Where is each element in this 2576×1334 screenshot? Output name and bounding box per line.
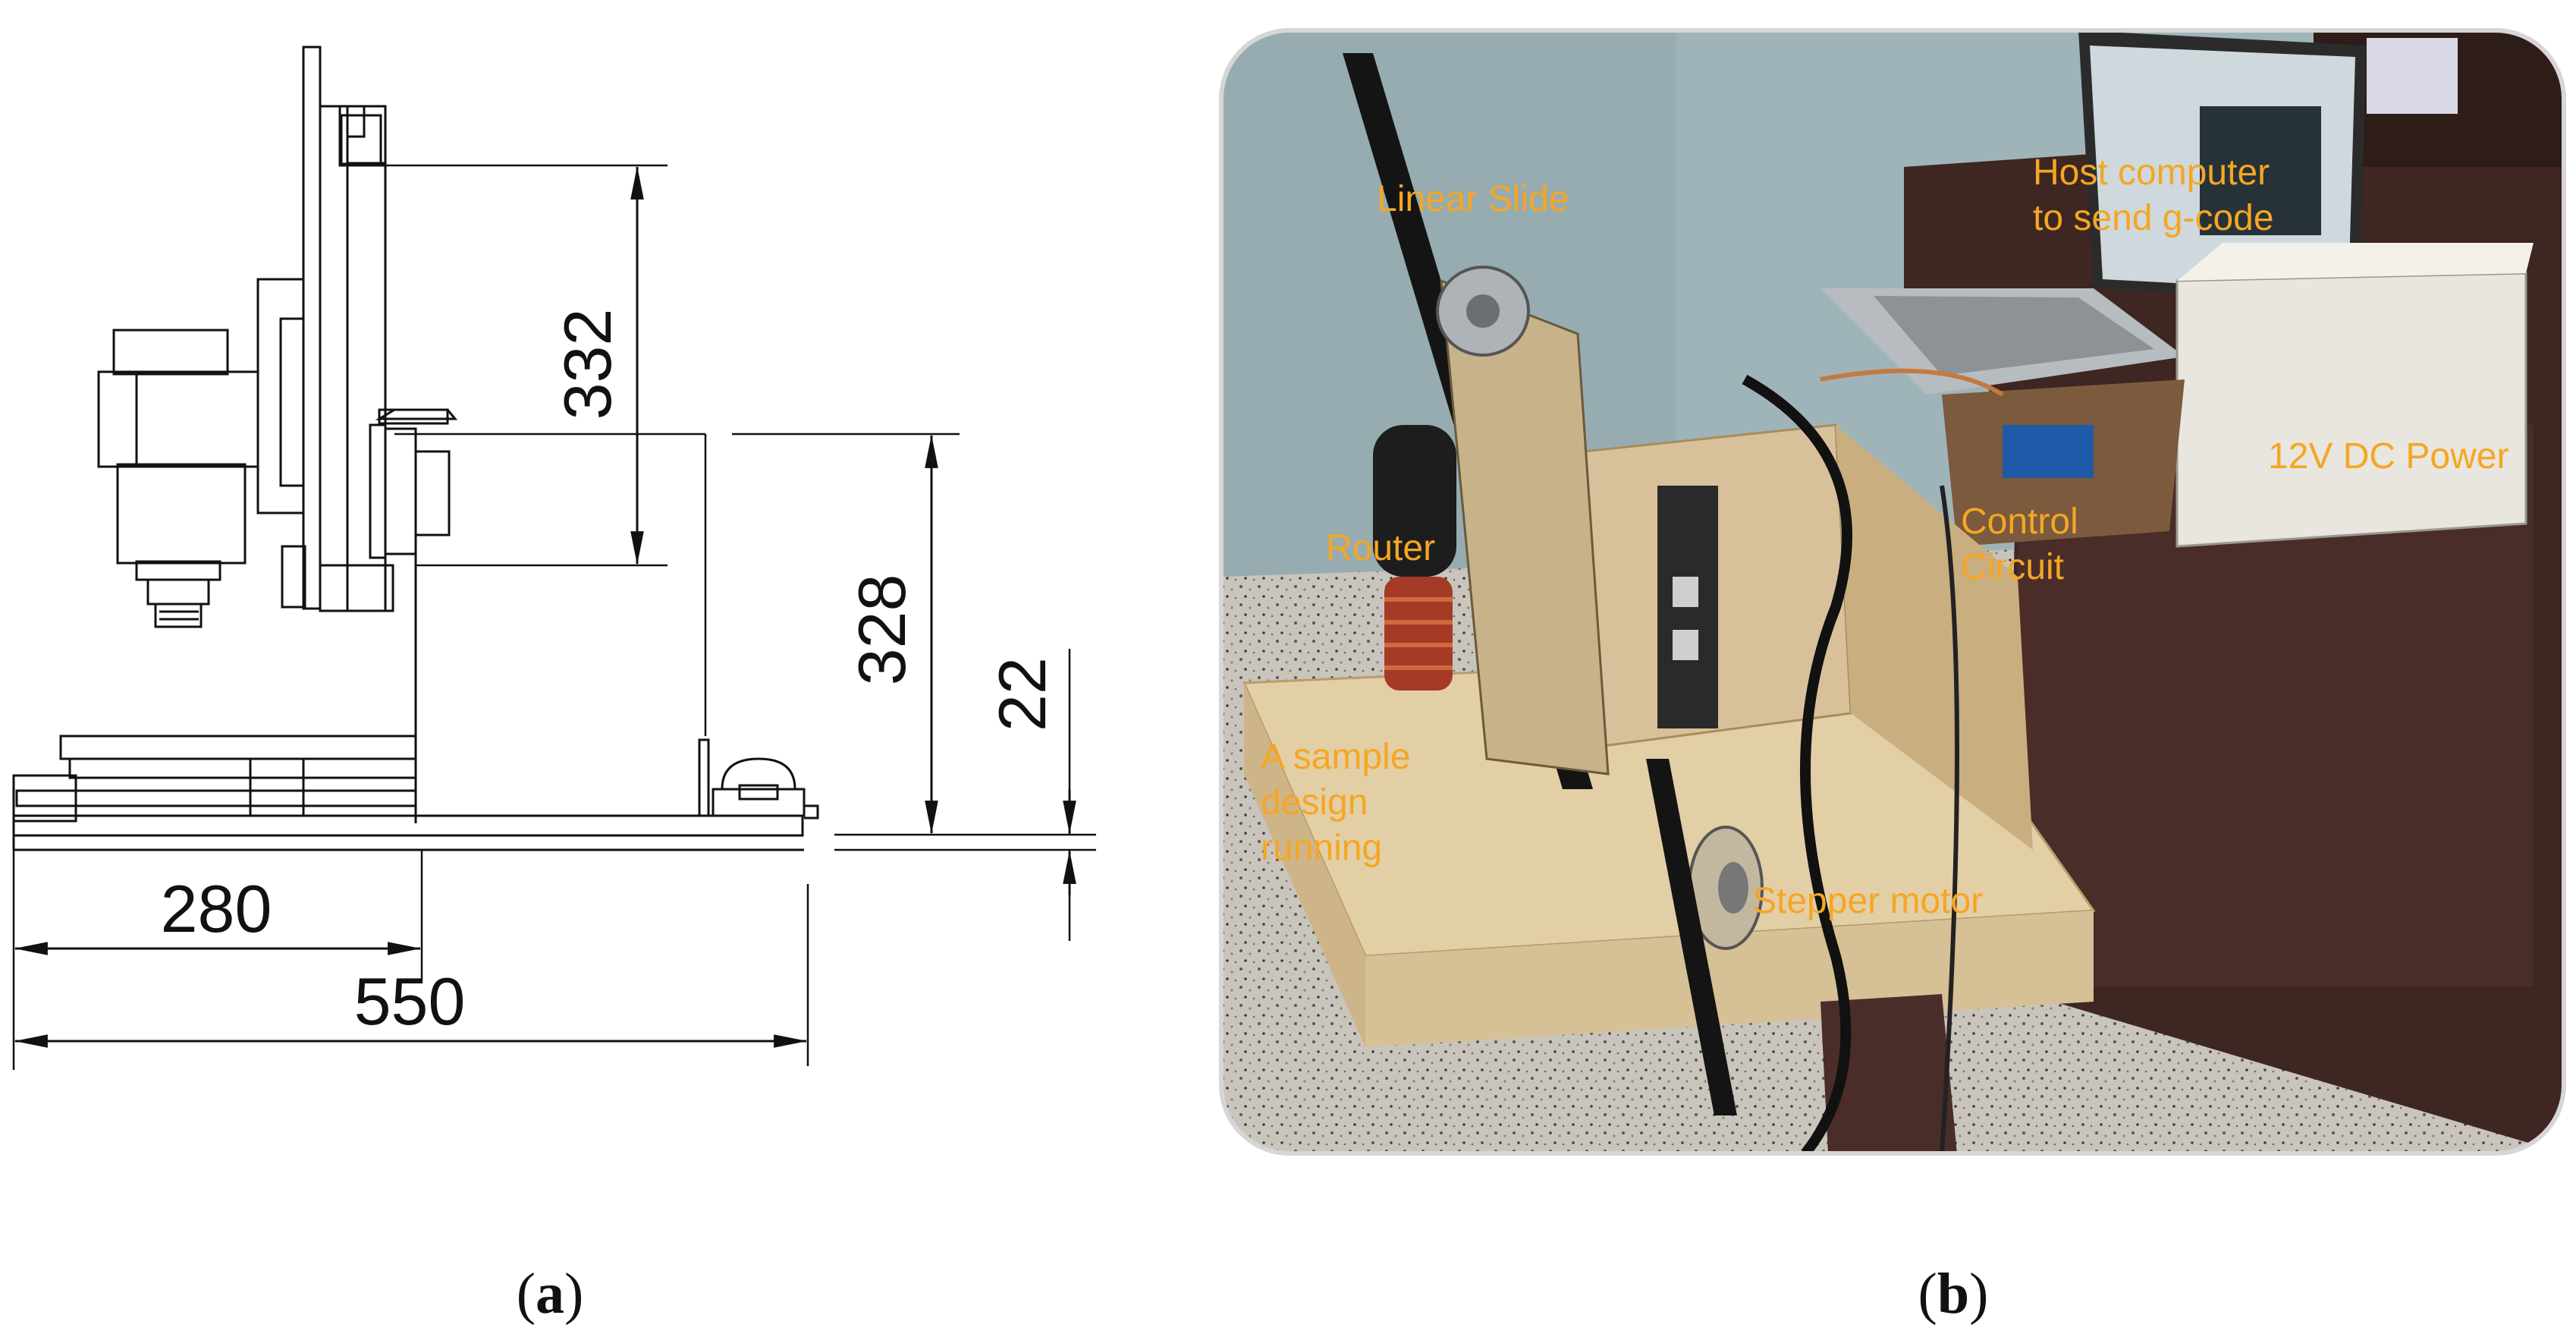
x-block — [249, 757, 305, 817]
motor-top — [112, 329, 229, 376]
laptop-window — [2200, 106, 2321, 235]
x-end-left — [12, 774, 77, 823]
x-carriage — [68, 757, 417, 779]
x-rail-top — [59, 735, 417, 760]
table-leg — [1820, 994, 1957, 1153]
motor-body — [97, 370, 259, 468]
y-motor-base — [712, 788, 806, 817]
label-stepper-motor: Stepper motor — [1752, 881, 1983, 921]
caption-a: (a) — [517, 1262, 584, 1326]
book — [2367, 38, 2458, 114]
cable-thin — [1940, 485, 1959, 1153]
spindle-body — [116, 463, 247, 565]
dimension-280: 280 — [161, 871, 272, 946]
router-coil — [1384, 577, 1453, 691]
y-motor-dome — [721, 757, 796, 791]
y-motor-foot — [804, 804, 819, 820]
dimension-arrows — [14, 165, 1076, 1048]
cable-orange — [1820, 368, 2004, 397]
base-plate — [12, 814, 804, 837]
table-front — [1244, 683, 1365, 1047]
laptop-keyboard — [1874, 296, 2154, 376]
z-rail — [369, 423, 387, 559]
power-box — [2175, 272, 2527, 548]
dimension-550: 550 — [354, 964, 466, 1039]
column-back — [346, 162, 387, 612]
bit-holder-lines — [159, 610, 199, 621]
stepper-top-hub — [1466, 294, 1500, 328]
vertical-plate — [302, 46, 322, 610]
collet-nut — [146, 578, 210, 606]
board-chip — [2003, 425, 2094, 478]
caption-b: (b) — [1918, 1262, 1989, 1326]
label-router: Router — [1326, 528, 1435, 568]
wood-box-side — [1836, 425, 2033, 850]
machine-photo — [1221, 30, 2564, 1153]
dimension-328: 328 — [844, 574, 919, 686]
carriage-lower — [281, 545, 306, 609]
label-linear-slide: Linear Slide — [1377, 179, 1569, 219]
motor-side — [97, 370, 138, 468]
carriage-inner — [279, 317, 305, 487]
x-rail-slot1 — [1673, 577, 1698, 607]
dimension-332: 332 — [550, 309, 625, 420]
dimension-22: 22 — [985, 657, 1060, 731]
z-motor — [414, 450, 451, 536]
z-mount-detail — [375, 408, 458, 420]
x-rail-lower — [15, 789, 417, 807]
top-fitting — [346, 105, 366, 138]
label-control-circuit: Control Circuit — [1961, 502, 2088, 587]
stepper-bottom-hub — [1718, 862, 1748, 914]
lower-plate — [319, 564, 394, 612]
label-power-supply: 12V DC Power — [2268, 436, 2508, 477]
technical-drawing — [12, 46, 1096, 1070]
x-rail-slot2 — [1673, 630, 1698, 660]
dimension-lines — [12, 164, 1096, 1070]
label-host-computer: Host computer to send g-code — [2033, 153, 2279, 238]
router-coil-rings — [1384, 597, 1453, 670]
bit-holder — [154, 603, 203, 628]
cable-main — [1742, 374, 1852, 1153]
label-sample-design: A sample design running — [1261, 737, 1421, 868]
photo-frame — [1219, 28, 2566, 1156]
carriage-plate — [1440, 278, 1610, 776]
top-carriage — [340, 114, 382, 165]
router-body — [1373, 425, 1456, 577]
z-bracket — [384, 427, 417, 555]
y-bracket — [698, 738, 710, 817]
collet-ring — [135, 560, 221, 581]
power-box-top — [2177, 243, 2534, 281]
lower-rail — [1646, 759, 1737, 1115]
y-motor-cap — [738, 784, 779, 801]
column-plate — [319, 105, 349, 612]
